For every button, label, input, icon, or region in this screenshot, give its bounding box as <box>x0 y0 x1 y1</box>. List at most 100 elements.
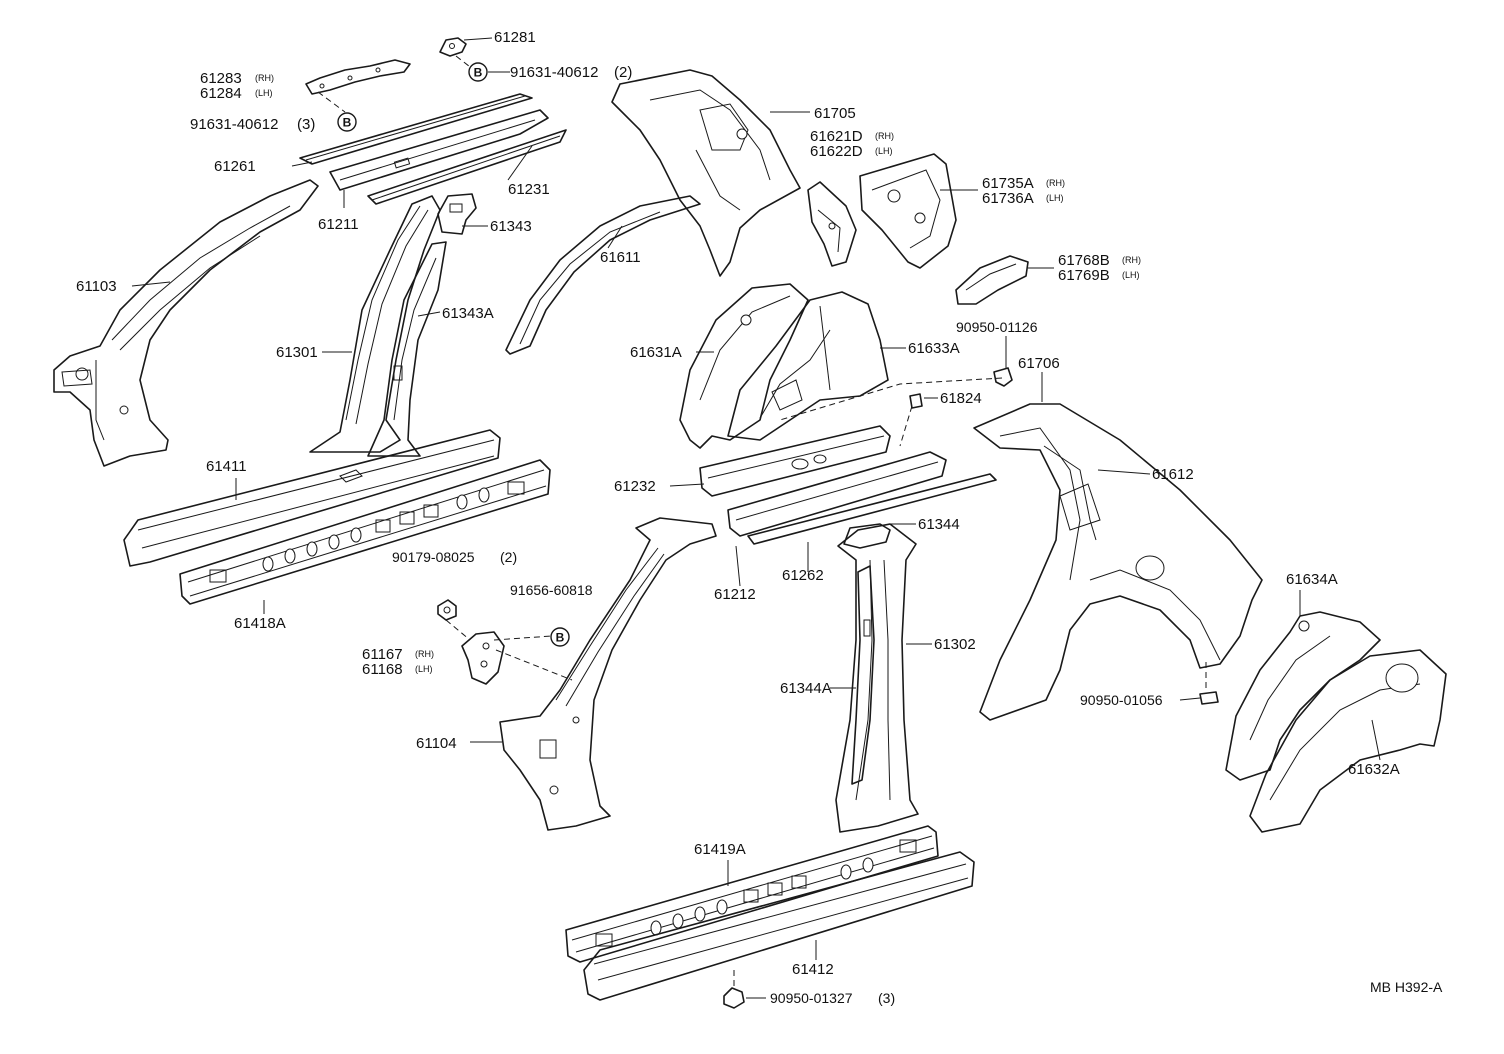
label-61344: 61344 <box>918 516 960 533</box>
label-61622D-side: (LH) <box>875 146 893 156</box>
label-91656-60818: 91656-60818 <box>510 582 593 598</box>
part-61612-drawing <box>973 403 1263 721</box>
label-61212: 61212 <box>714 586 756 603</box>
b-badge-3: B <box>550 627 570 647</box>
label-90950-01327-qty: (3) <box>878 990 895 1006</box>
part-61344A-drawing <box>851 565 875 785</box>
label-90950-01056: 90950-01056 <box>1080 692 1163 708</box>
part-61232-drawing <box>699 425 891 497</box>
label-61104: 61104 <box>416 735 457 752</box>
part-61621D-drawing <box>807 181 857 267</box>
part-61262-drawing <box>747 473 997 545</box>
label-90179-08025: 90179-08025 <box>392 549 475 565</box>
label-61412: 61412 <box>792 961 834 978</box>
b-badge-2-letter: B <box>343 116 352 130</box>
assembly-lines <box>317 55 1207 990</box>
label-61621D-side: (RH) <box>875 131 894 141</box>
b-badge-3-letter: B <box>556 631 565 645</box>
part-61418A-drawing <box>179 459 551 605</box>
part-61211-drawing <box>329 109 549 191</box>
part-61103-drawing <box>53 179 319 467</box>
label-61411: 61411 <box>206 458 247 475</box>
label-61103: 61103 <box>76 278 117 295</box>
label-61736A: 61736A <box>982 190 1034 207</box>
label-90179-08025-qty: (2) <box>500 549 517 565</box>
part-90950-01327-drawing <box>723 987 745 1009</box>
label-61611: 61611 <box>600 249 641 266</box>
part-61634A-drawing <box>1225 611 1381 781</box>
part-61419A-drawing <box>565 825 939 963</box>
part-61283-drawing <box>305 59 411 95</box>
b-badge-2: B <box>337 112 357 132</box>
label-61735A: 61735A <box>982 175 1034 192</box>
label-61706: 61706 <box>1018 355 1060 372</box>
label-61769B-side: (LH) <box>1122 270 1140 280</box>
label-61632A: 61632A <box>1348 761 1400 778</box>
label-61231: 61231 <box>508 181 550 198</box>
part-61281-drawing <box>439 37 467 57</box>
part-90179-08025-drawing <box>437 599 457 621</box>
label-61621D: 61621D <box>810 128 863 145</box>
part-61633A-drawing <box>727 291 889 441</box>
label-61343A: 61343A <box>442 305 494 322</box>
label-61168-side: (LH) <box>415 664 433 674</box>
label-61612: 61612 <box>1152 466 1194 483</box>
part-61411-drawing <box>123 429 501 567</box>
label-61419A: 61419A <box>694 841 746 858</box>
label-61261: 61261 <box>214 158 256 175</box>
label-61735A-side: (RH) <box>1046 178 1065 188</box>
part-61632A-drawing <box>1249 649 1447 833</box>
label-91631-40612-top: 91631-40612 <box>510 64 598 81</box>
part-61167-drawing <box>461 631 505 685</box>
part-90950-01126-drawing <box>993 367 1013 387</box>
label-91631-40612-left-qty: (3) <box>297 116 315 133</box>
part-61343-drawing <box>437 193 477 235</box>
label-61633A: 61633A <box>908 340 960 357</box>
label-61283: 61283 <box>200 70 242 87</box>
part-61302-drawing <box>835 523 919 833</box>
label-61284: 61284 <box>200 85 242 102</box>
label-61301: 61301 <box>276 344 318 361</box>
label-61768B-side: (RH) <box>1122 255 1141 265</box>
label-61418A: 61418A <box>234 615 286 632</box>
part-61344-drawing <box>843 523 891 549</box>
label-61168: 61168 <box>362 661 403 678</box>
label-61344A: 61344A <box>780 680 832 697</box>
label-61769B: 61769B <box>1058 267 1110 284</box>
label-91631-40612-top-qty: (2) <box>614 64 632 81</box>
label-61262: 61262 <box>782 567 824 584</box>
label-90950-01126: 90950-01126 <box>956 319 1038 335</box>
part-61611-drawing <box>505 195 701 355</box>
part-61231-drawing <box>367 129 567 205</box>
part-61631A-drawing <box>679 283 809 449</box>
label-61284-side: (LH) <box>255 88 273 98</box>
part-labels: 61281 61283 (RH) 61284 (LH) 91631-40612 … <box>76 29 1443 1006</box>
part-61705-drawing <box>611 69 801 277</box>
part-61212-drawing <box>727 451 947 537</box>
label-91631-40612-left: 91631-40612 <box>190 116 278 133</box>
part-61735A-drawing <box>859 153 957 269</box>
part-61412-drawing <box>583 851 975 1001</box>
b-badge-1: B <box>468 62 488 82</box>
part-61768B-drawing <box>955 255 1029 305</box>
b-badge-1-letter: B <box>474 66 483 80</box>
label-61824: 61824 <box>940 390 982 407</box>
label-61622D: 61622D <box>810 143 863 160</box>
label-61705: 61705 <box>814 105 856 122</box>
label-61167-side: (RH) <box>415 649 434 659</box>
label-61232: 61232 <box>614 478 656 495</box>
label-61167: 61167 <box>362 646 403 663</box>
label-61634A: 61634A <box>1286 571 1338 588</box>
part-61104-drawing <box>499 517 717 831</box>
label-61736A-side: (LH) <box>1046 193 1064 203</box>
label-90950-01327: 90950-01327 <box>770 990 853 1006</box>
label-61768B: 61768B <box>1058 252 1110 269</box>
leader-lines <box>131 37 1381 999</box>
label-61211: 61211 <box>318 216 359 233</box>
diagram-code: MB H392-A <box>1370 979 1443 995</box>
label-61631A: 61631A <box>630 344 682 361</box>
part-61343A-drawing <box>367 241 447 457</box>
label-61343: 61343 <box>490 218 532 235</box>
part-61301-drawing <box>309 195 441 453</box>
